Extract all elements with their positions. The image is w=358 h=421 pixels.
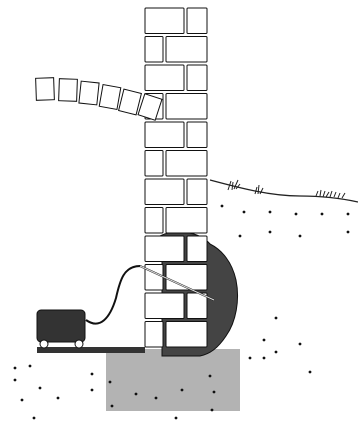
hose-highlight [139, 265, 215, 301]
wall-brick [165, 321, 208, 348]
wall-brick [165, 207, 208, 234]
soil-dot [274, 316, 278, 320]
soil-dot [20, 398, 24, 402]
soil-dot [298, 234, 302, 238]
wall-brick [144, 150, 164, 177]
wall-brick [165, 93, 208, 120]
ground-surface [209, 179, 358, 203]
concrete-footing [106, 349, 240, 411]
soil-dot [212, 390, 216, 394]
wall-brick [186, 7, 208, 34]
soil-dot [32, 416, 36, 420]
falling-brick [78, 80, 100, 106]
soil-dot [13, 366, 17, 370]
wall-brick [144, 264, 164, 291]
soil-dot [220, 204, 224, 208]
wall-brick [144, 292, 185, 319]
falling-brick [58, 78, 78, 102]
soil-dot [294, 212, 298, 216]
soil-dot [174, 416, 178, 420]
wall-brick [144, 36, 164, 63]
falling-brick [137, 93, 163, 121]
soil-dot [298, 342, 302, 346]
falling-brick [98, 84, 122, 110]
injection-pump [36, 309, 86, 349]
soil-dot [56, 396, 60, 400]
soil-dot [346, 212, 350, 216]
wall-brick [165, 264, 208, 291]
soil-dot [208, 374, 212, 378]
wall-brick [186, 235, 208, 262]
injection-hose [85, 264, 215, 325]
soil-dot [320, 212, 324, 216]
soil-dot [248, 356, 252, 360]
wall-brick [144, 178, 185, 205]
soil-dot [262, 356, 266, 360]
soil-dot [268, 230, 272, 234]
soil-dot [90, 372, 94, 376]
pump-platform [37, 347, 145, 353]
soil-dot [90, 388, 94, 392]
soil-dot [38, 386, 42, 390]
wall-brick [186, 178, 208, 205]
soil-dot [242, 210, 246, 214]
falling-brick [118, 88, 142, 116]
soil-dot [13, 378, 17, 382]
soil-dot [308, 370, 312, 374]
soil-dot [274, 350, 278, 354]
wall-brick [144, 7, 185, 34]
wall-brick [144, 321, 164, 348]
wall-brick [144, 64, 185, 91]
pump-wheel-left [39, 339, 49, 349]
wall-brick [186, 121, 208, 148]
soil-dots [13, 204, 350, 420]
wall-brick [144, 235, 185, 262]
soil-dot [210, 408, 214, 412]
soil-dot [238, 234, 242, 238]
soil-dot [268, 210, 272, 214]
wall-brick [165, 150, 208, 177]
brick-wall [144, 7, 208, 348]
soil-dot [108, 380, 112, 384]
soil-dot [154, 396, 158, 400]
grass-tufts [227, 179, 346, 199]
soil-dot [134, 392, 138, 396]
wall-brick [186, 292, 208, 319]
wall-brick [165, 36, 208, 63]
pump-wheel-right [74, 339, 84, 349]
falling-brick [35, 77, 55, 101]
soil-dot [110, 404, 114, 408]
wall-brick [144, 207, 164, 234]
soil-dot [180, 388, 184, 392]
pump-body [36, 309, 86, 343]
wall-brick [186, 64, 208, 91]
soil-dot [28, 364, 32, 368]
falling-bricks [35, 77, 163, 121]
wall-brick [144, 121, 185, 148]
soil-dot [262, 338, 266, 342]
soil-dot [346, 230, 350, 234]
